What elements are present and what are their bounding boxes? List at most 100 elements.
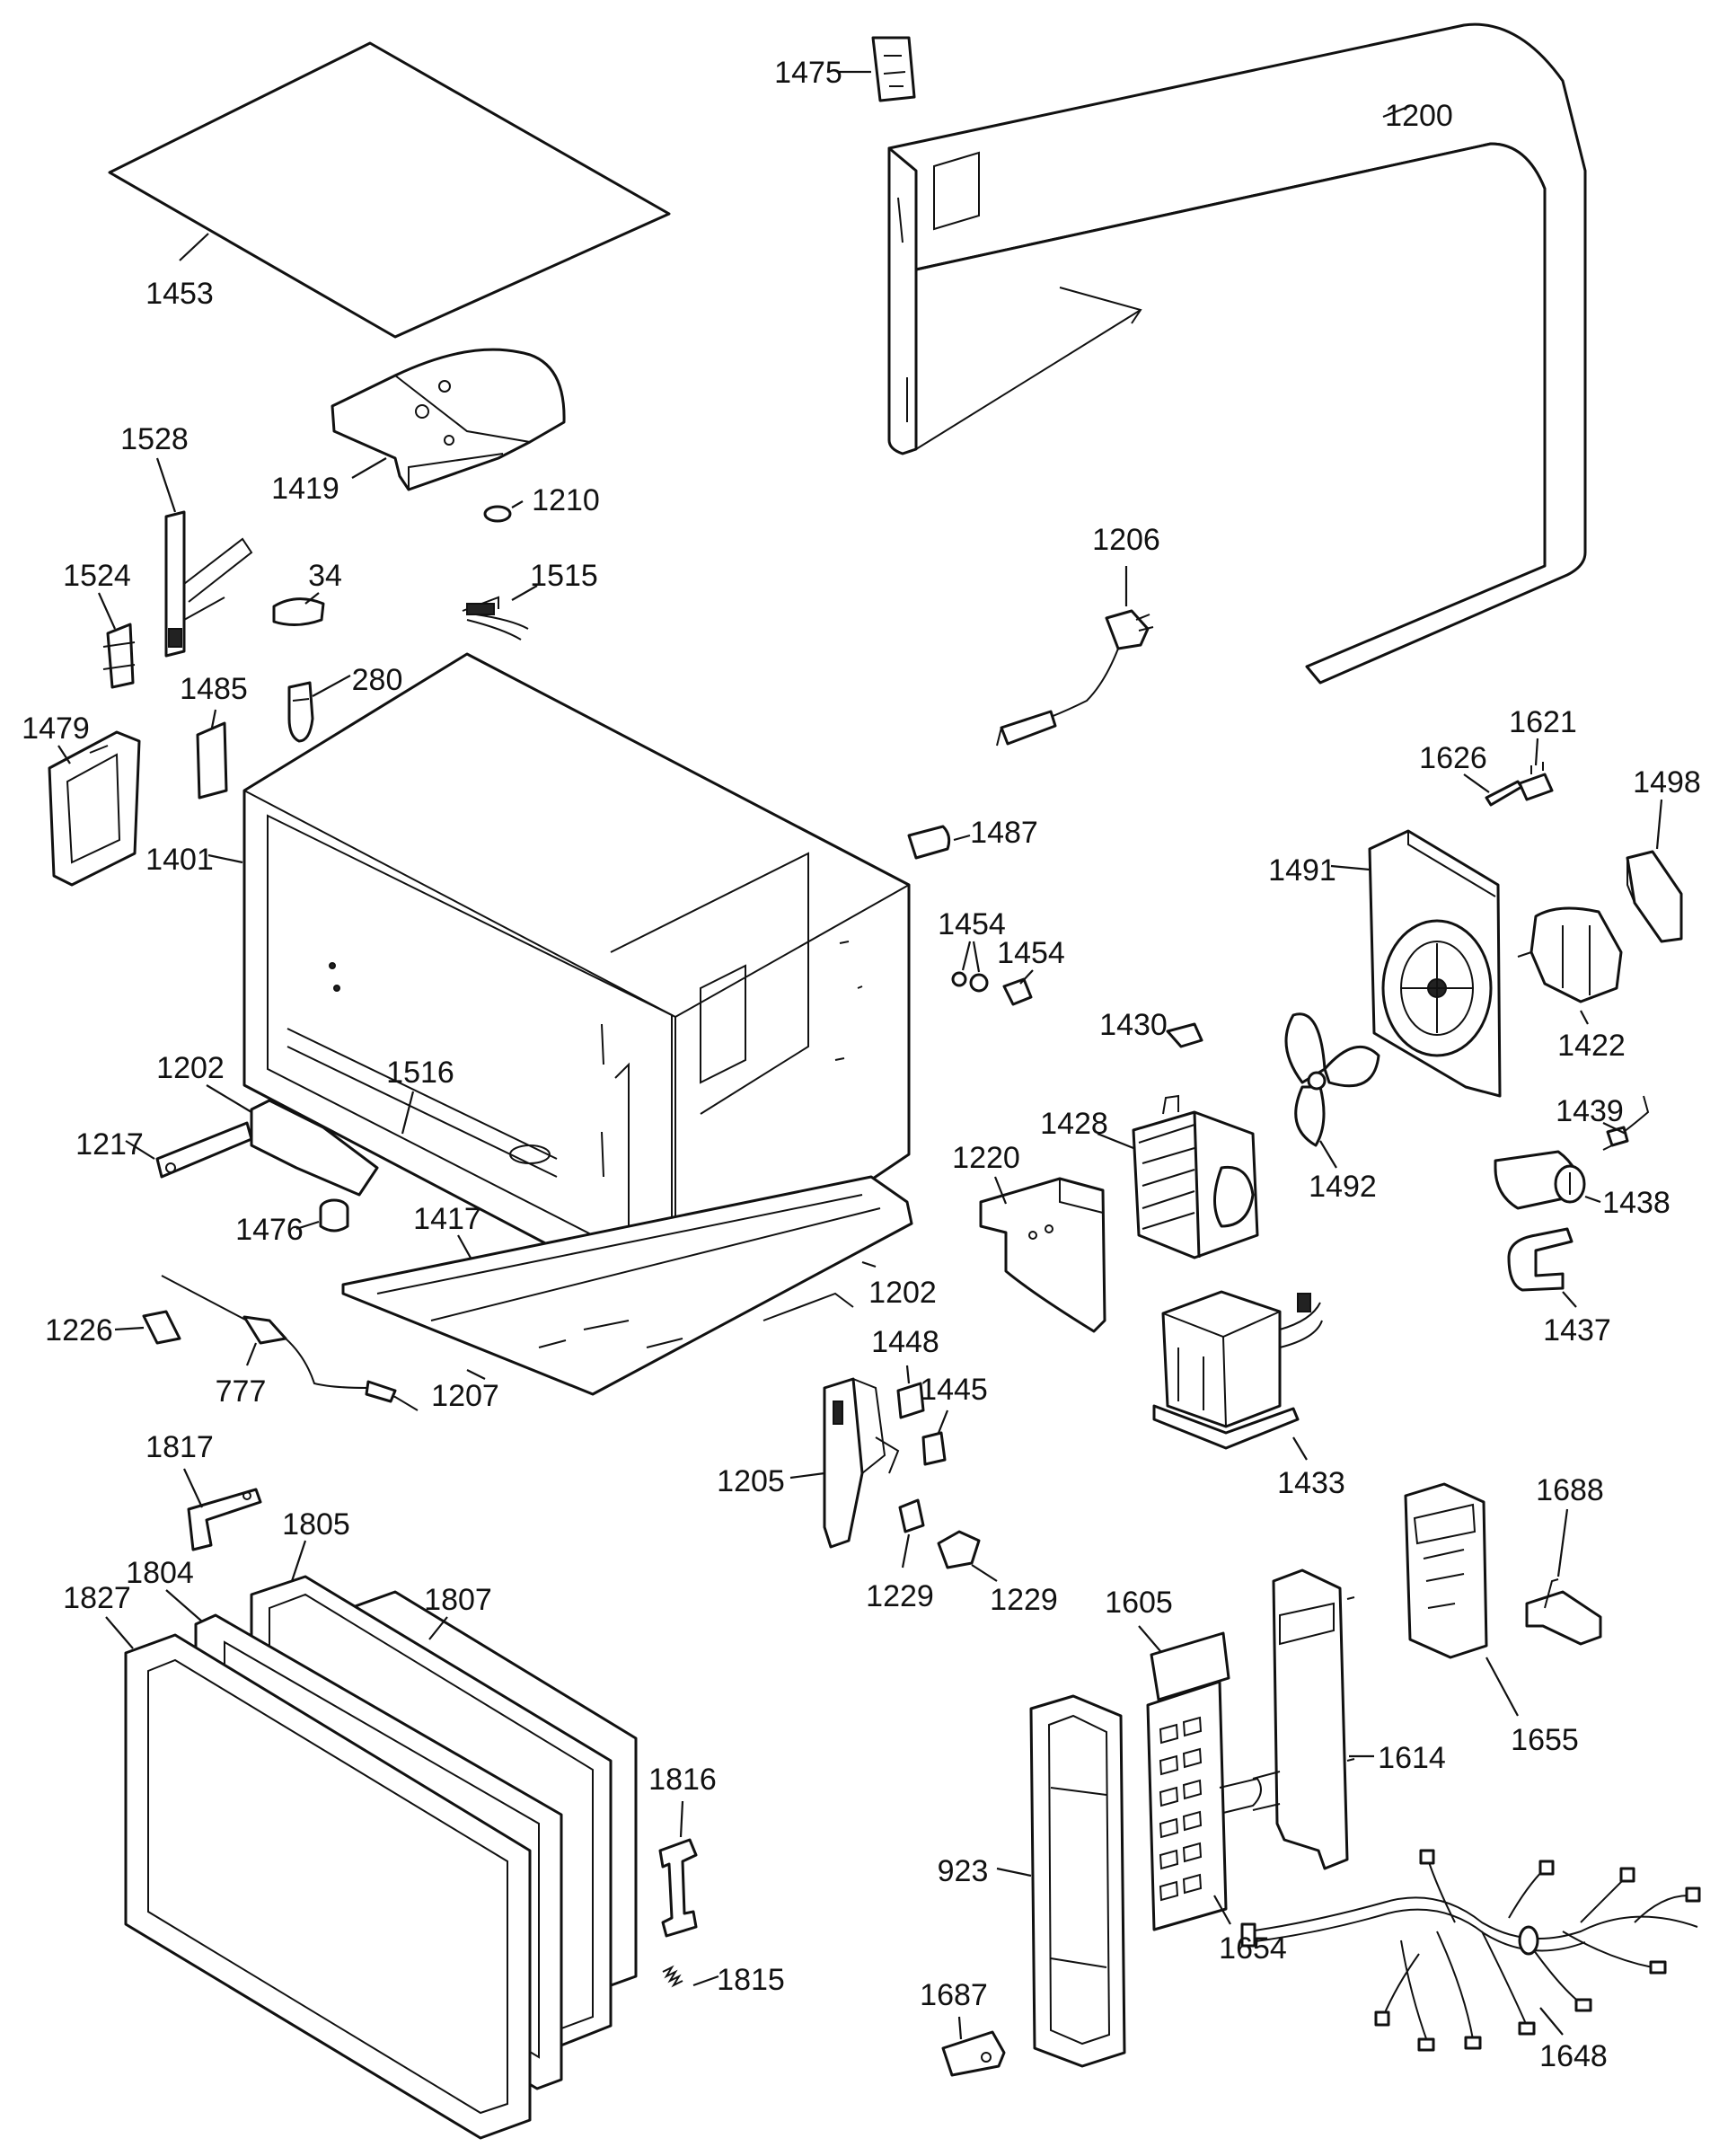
callout-1816: 1816: [648, 1763, 717, 1797]
part-1229-cam: [898, 1498, 925, 1533]
callout-1445: 1445: [920, 1373, 988, 1407]
part-1515-harness: [462, 596, 529, 641]
callout-1419: 1419: [271, 472, 339, 506]
part-1626-fuse: [1485, 780, 1523, 807]
callout-1229-left: 1229: [866, 1579, 934, 1613]
part-1476-coupler: [319, 1198, 349, 1233]
callout-1417: 1417: [413, 1202, 481, 1236]
callout-1807: 1807: [424, 1583, 492, 1617]
callout-1206: 1206: [1092, 523, 1160, 557]
part-280-lamp: [287, 681, 314, 743]
callout-1220: 1220: [952, 1141, 1020, 1175]
callout-1476: 1476: [235, 1213, 304, 1247]
callout-1433: 1433: [1277, 1466, 1345, 1500]
part-1430-fuse: [1166, 1022, 1203, 1048]
part-1648-wire-harness: [1240, 1849, 1701, 2052]
callout-1648: 1648: [1539, 2039, 1608, 2073]
part-1621-holder: [1518, 762, 1554, 801]
callout-1805: 1805: [282, 1507, 350, 1542]
part-1491-fan-shroud: [1368, 829, 1502, 1098]
part-1655-board: [1404, 1482, 1488, 1659]
callout-1453: 1453: [145, 277, 214, 311]
part-1654-keypad: [1146, 1680, 1262, 1931]
callout-1817: 1817: [145, 1430, 214, 1464]
part-1498-bracket: [1626, 850, 1683, 943]
callout-1210: 1210: [532, 483, 600, 517]
callout-1524: 1524: [63, 559, 131, 593]
callout-1487: 1487: [970, 816, 1038, 850]
part-1226-latch: [142, 1310, 181, 1345]
part-1205-latch-assembly: [823, 1377, 900, 1549]
callout-1202-lower: 1202: [868, 1276, 937, 1310]
part-1437-clamp: [1507, 1227, 1574, 1292]
callout-1528: 1528: [120, 422, 189, 456]
part-1448-switch: [896, 1382, 925, 1419]
callout-1401: 1401: [145, 843, 214, 877]
callout-1439: 1439: [1556, 1094, 1624, 1128]
callout-1655: 1655: [1511, 1723, 1579, 1757]
part-1428-magnetron: [1132, 1094, 1259, 1259]
callout-1491: 1491: [1268, 853, 1336, 888]
callout-1207: 1207: [431, 1379, 499, 1413]
callout-1226: 1226: [45, 1313, 113, 1348]
callout-1515: 1515: [530, 559, 598, 593]
outer-case-part: [887, 22, 1587, 685]
part-1453-panel: [108, 41, 671, 339]
part-1479-cover: [48, 730, 141, 887]
part-1614-control-board: [1252, 1568, 1355, 1870]
callout-1200: 1200: [1385, 99, 1453, 133]
callout-1428: 1428: [1040, 1107, 1108, 1141]
callout-1516: 1516: [386, 1056, 454, 1090]
callout-34: 34: [308, 559, 342, 593]
part-1815-spring: [662, 1965, 683, 1988]
callout-1454-bracket: 1454: [997, 936, 1065, 970]
callout-1614: 1614: [1378, 1741, 1446, 1775]
part-1528-interlock: [164, 510, 253, 658]
part-1454-nut: [951, 971, 989, 993]
callout-1498: 1498: [1633, 765, 1701, 800]
part-1688-bracket: [1525, 1578, 1602, 1646]
part-1422-fan-motor: [1517, 906, 1623, 1003]
callout-1437: 1437: [1543, 1313, 1611, 1348]
callout-777: 777: [216, 1374, 267, 1409]
part-1605-window: [1150, 1631, 1230, 1701]
callout-1804: 1804: [126, 1556, 194, 1590]
part-1487-bracket: [907, 825, 951, 860]
part-1445-switch: [921, 1431, 947, 1466]
part-1827-door: [124, 1633, 532, 2140]
part-1206-power-cord: [996, 609, 1154, 747]
callout-1621: 1621: [1509, 705, 1577, 739]
callout-1430: 1430: [1099, 1008, 1168, 1042]
callout-labels: 1475 1200 1453 1419 1210 1528 1524 34 15…: [22, 56, 1701, 2073]
part-1202-upper-bracket: [250, 1099, 379, 1197]
callout-1229-right: 1229: [990, 1583, 1058, 1617]
callout-1217: 1217: [75, 1127, 144, 1162]
part-1492-fan-blade: [1284, 1012, 1380, 1147]
callout-280: 280: [352, 663, 403, 697]
part-1475-bracket: [871, 36, 916, 102]
callout-1448: 1448: [871, 1325, 939, 1359]
callout-1202-upper: 1202: [156, 1051, 225, 1085]
callout-1688: 1688: [1536, 1473, 1604, 1507]
part-923-control-frame: [1029, 1694, 1126, 2068]
part-1454-bracket: [1002, 977, 1033, 1006]
part-1816-latch-hook: [658, 1838, 698, 1938]
part-1210-washer: [483, 505, 512, 523]
callout-1654: 1654: [1219, 1931, 1287, 1966]
part-1524-switch: [102, 623, 136, 689]
part-34-thermostat: [272, 597, 325, 626]
part-1229-lever: [937, 1530, 981, 1569]
callout-1492: 1492: [1309, 1170, 1377, 1204]
part-1485-label: [196, 721, 228, 800]
callout-1454-nut: 1454: [938, 907, 1006, 941]
part-1220-duct: [979, 1177, 1106, 1333]
part-1687-bracket: [941, 2030, 1006, 2077]
part-1217-hinge: [155, 1121, 253, 1179]
callout-1626: 1626: [1419, 741, 1487, 775]
callout-1205: 1205: [717, 1464, 785, 1498]
part-1438-capacitor: [1494, 1150, 1586, 1210]
callout-1485: 1485: [180, 672, 248, 706]
callout-923: 923: [938, 1854, 989, 1888]
callout-1687: 1687: [920, 1978, 988, 2012]
callout-1827: 1827: [63, 1581, 131, 1615]
